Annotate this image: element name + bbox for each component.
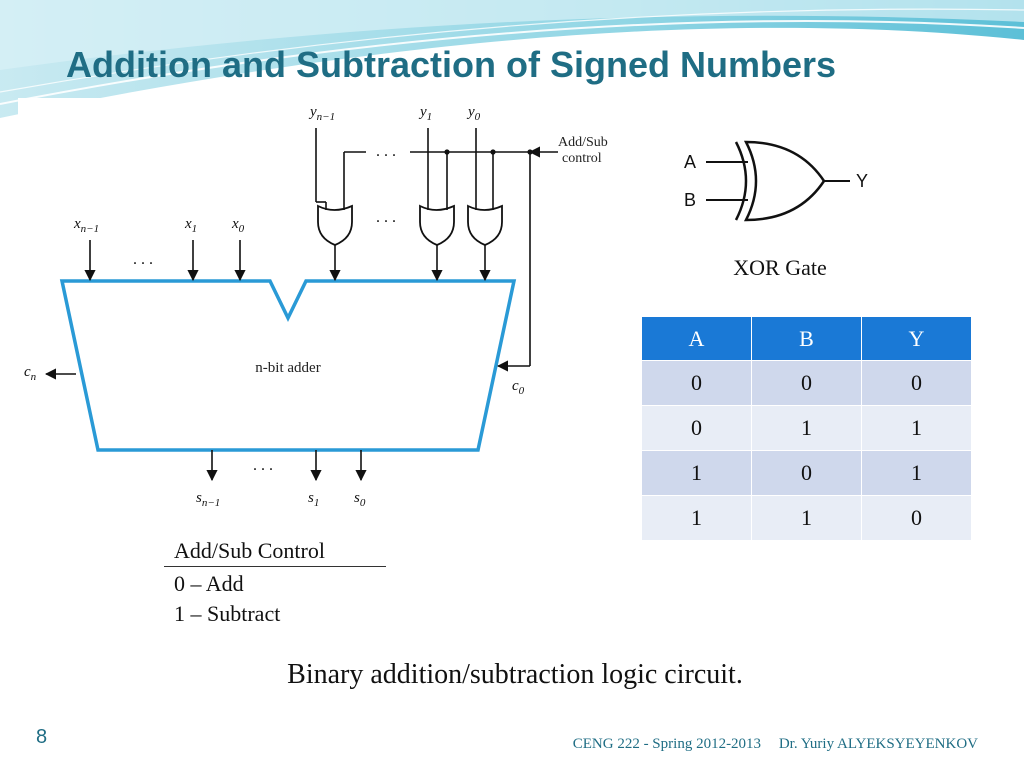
- xor-truth-table: A B Y 0 0 0 0 1 1 1 0 1 1 1 0: [641, 316, 972, 541]
- legend-heading: Add/Sub Control: [164, 538, 386, 567]
- swoosh-line: [0, 20, 1024, 105]
- cell: 1: [861, 405, 972, 451]
- slide-footer: CENG 222 - Spring 2012-2013 Dr. Yuriy AL…: [573, 736, 978, 753]
- xor-caption: XOR Gate: [733, 255, 827, 280]
- xor-gate-1: [419, 202, 455, 282]
- top-swoosh-light: [0, 0, 1024, 70]
- table-row: 1 0 1: [641, 450, 972, 496]
- cell: 0: [641, 360, 752, 406]
- header-b: B: [751, 316, 862, 361]
- cell: 1: [861, 450, 972, 496]
- sum-ellipsis: . . .: [253, 457, 273, 474]
- xor-gate-n-1: [317, 202, 353, 282]
- carry-out-label: cn: [24, 364, 37, 383]
- slide-title: Addition and Subtraction of Signed Numbe…: [66, 44, 836, 85]
- cell: 0: [751, 450, 862, 496]
- legend-add: 0 – Add: [174, 571, 244, 596]
- x-input-label-0: x0: [231, 216, 245, 235]
- control-ellipsis: . . .: [376, 143, 396, 160]
- table-row: 0 0 0: [641, 360, 972, 406]
- y-input-label-n-1: yn−1: [308, 104, 335, 123]
- xor-gate-symbol: A B Y: [672, 136, 878, 226]
- cell: 0: [861, 495, 972, 541]
- adder-block: [59, 279, 517, 452]
- adder-subtractor-circuit: n-bit adder xn−1 x1 x0 . . . yn−1 y1 y0 …: [18, 98, 626, 518]
- gate-ellipsis: . . .: [376, 209, 396, 226]
- xor-output-y: Y: [856, 171, 868, 191]
- carry-in-label: c0: [512, 378, 525, 397]
- xor-input-b: B: [684, 190, 696, 210]
- cell: 0: [641, 405, 752, 451]
- control-label: Add/Sub control: [558, 135, 611, 166]
- cell: 1: [641, 495, 752, 541]
- y-input-label-1: y1: [418, 104, 432, 123]
- footer-course: CENG 222 - Spring 2012-2013: [572, 736, 762, 752]
- cell: 1: [751, 495, 862, 541]
- x-ellipsis: . . .: [133, 251, 153, 268]
- x-input-label-1: x1: [184, 216, 197, 235]
- figure-caption: Binary addition/subtraction logic circui…: [287, 659, 743, 690]
- cell: 1: [641, 450, 752, 496]
- control-legend: Add/Sub Control 0 – Add 1 – Subtract: [164, 538, 386, 627]
- table-header-row: A B Y: [641, 316, 972, 361]
- header-a: A: [641, 316, 752, 361]
- cell: 1: [751, 405, 862, 451]
- page-number: 8: [36, 726, 48, 748]
- legend-subtract: 1 – Subtract: [174, 601, 281, 626]
- table-row: 1 1 0: [641, 495, 972, 541]
- cell: 0: [861, 360, 972, 406]
- sum-output-label-1: s1: [308, 490, 319, 509]
- xor-gate-0: [467, 202, 503, 282]
- table-row: 0 1 1: [641, 405, 972, 451]
- adder-label: n-bit adder: [255, 360, 320, 376]
- x-input-label-n-1: xn−1: [73, 216, 99, 235]
- y-input-label-0: y0: [466, 104, 481, 123]
- xor-input-a: A: [684, 152, 696, 172]
- sum-output-label-n-1: sn−1: [196, 490, 220, 509]
- cell: 0: [751, 360, 862, 406]
- swoosh-line: [0, 8, 1024, 93]
- sum-output-label-0: s0: [354, 490, 366, 509]
- footer-author: Dr. Yuriy ALYEKSYEYENKOV: [778, 736, 978, 752]
- header-y: Y: [861, 316, 972, 361]
